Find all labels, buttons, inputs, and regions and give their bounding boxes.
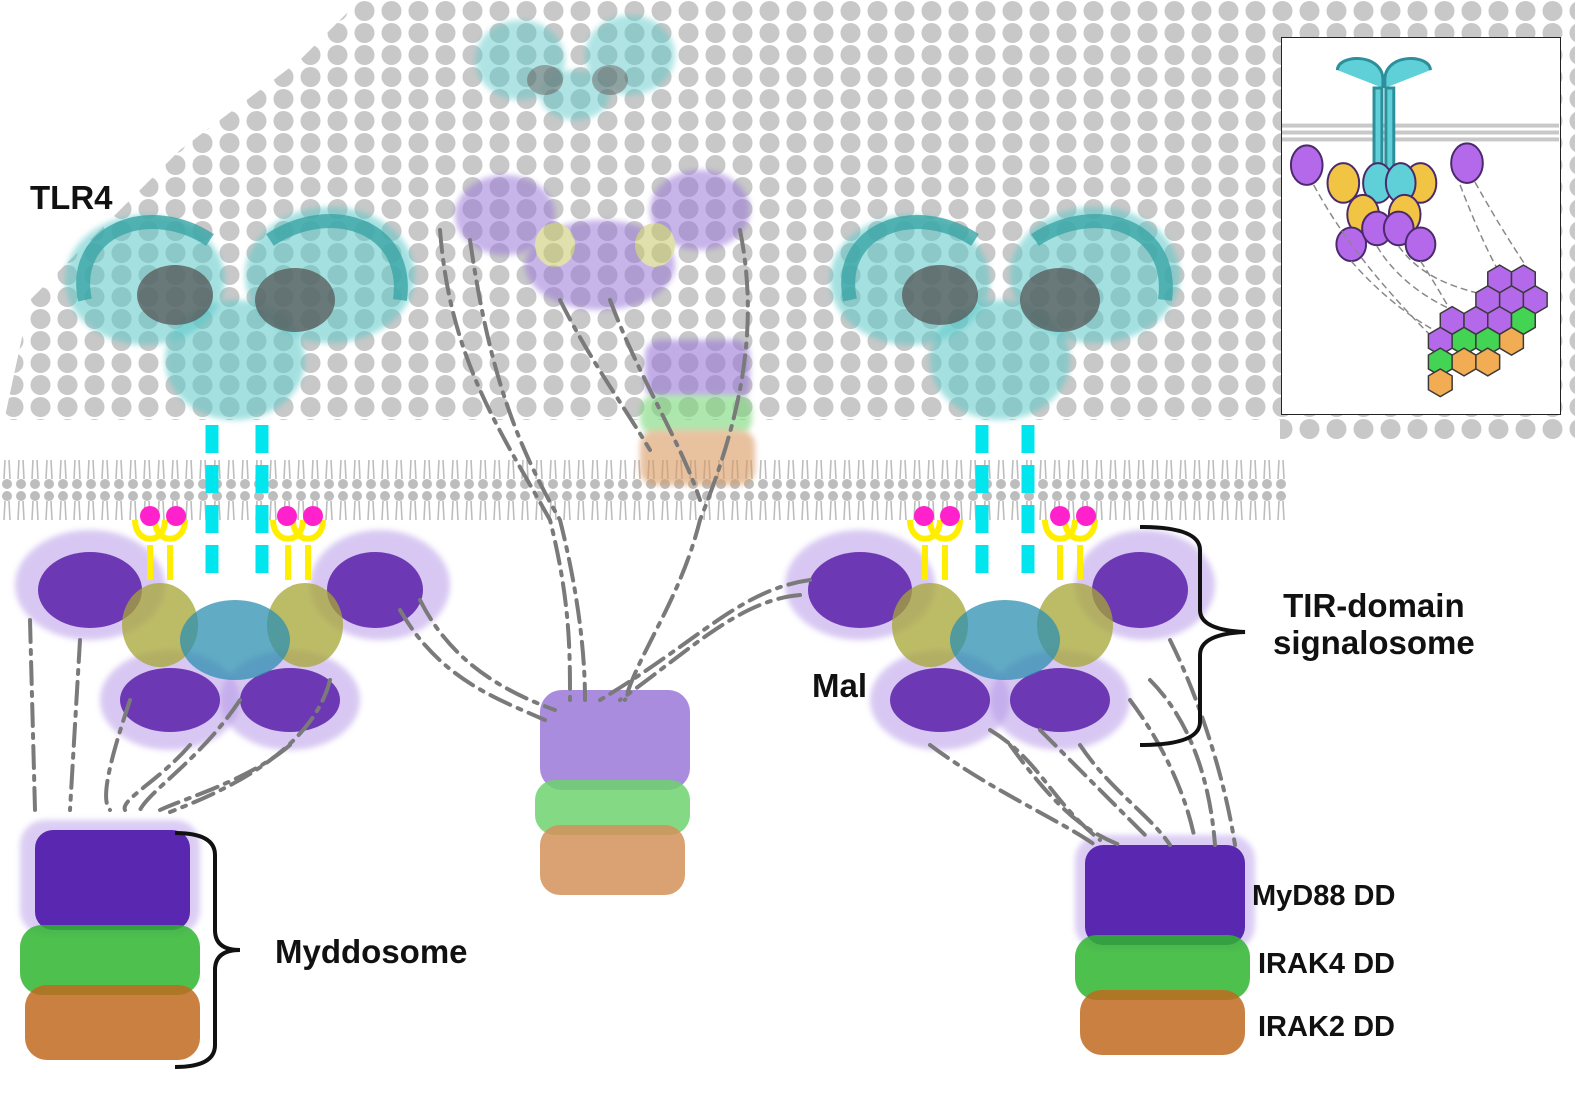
myddosome-center-back — [640, 340, 755, 485]
bracket-tir-signalosome — [1139, 525, 1246, 747]
inset-tlr4-receptor — [1335, 57, 1432, 174]
tir-signalosome-left — [15, 530, 450, 750]
mal-adapters-right — [907, 506, 1098, 580]
inset-membrane — [1282, 123, 1559, 142]
label-tir-domain-signalosome: TIR-domain signalosome — [1273, 587, 1475, 662]
label-tir-line1: TIR-domain — [1283, 587, 1465, 624]
label-irak4-dd: IRAK4 DD — [1258, 948, 1395, 980]
mal-adapters-left — [132, 506, 326, 580]
label-tir-line2: signalosome — [1273, 623, 1475, 661]
tlr4-dimer-left — [65, 207, 415, 585]
bracket-myddosome — [174, 831, 241, 1069]
inset-myddosome-hexagons — [1427, 264, 1548, 398]
tlr4-dimer-right — [830, 207, 1180, 585]
tlr4-dimer-center — [475, 15, 675, 120]
membrane-surface — [0, 0, 1575, 440]
inset-schematic-drawing — [1282, 57, 1559, 398]
inset-tir-domains — [1289, 142, 1484, 263]
label-tlr4: TLR4 — [30, 179, 113, 216]
label-irak2-dd: IRAK2 DD — [1258, 1011, 1395, 1043]
inset-schematic — [1281, 37, 1561, 415]
label-myddosome: Myddosome — [275, 933, 468, 970]
linker-lines — [28, 228, 1237, 847]
myddosome-left — [20, 820, 200, 1060]
label-mal: Mal — [812, 667, 868, 704]
label-myd88-dd: MyD88 DD — [1252, 880, 1396, 912]
tir-signalosome-center — [455, 170, 750, 310]
tir-signalosome-right — [785, 530, 1215, 750]
myddosome-right — [1075, 835, 1255, 1055]
myddosome-center — [535, 690, 690, 895]
